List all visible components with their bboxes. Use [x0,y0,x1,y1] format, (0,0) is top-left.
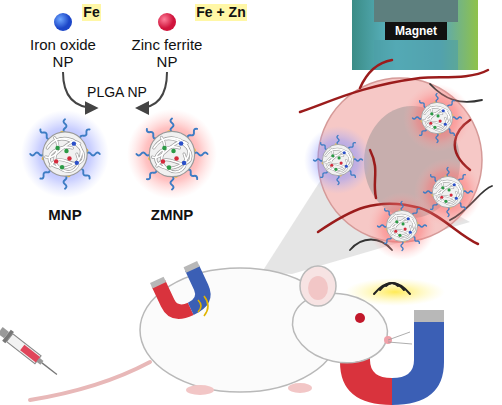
mouse-illustration [30,266,412,400]
nanoparticle-core: Iron oxide NP [27,13,99,72]
nanoparticle-glow [21,110,109,198]
element-tag: Fe [82,4,101,21]
core-sphere [157,13,177,33]
element-tag: Fe + Zn [195,4,247,21]
nanoparticle-body [136,118,207,189]
nanoparticle-name: MNP [21,206,109,223]
plga-nanoparticle: MNP [21,108,109,226]
tumor-nanoparticles [304,84,482,260]
particle-name: Iron oxide NP [27,36,99,70]
tumor-tissue [300,60,492,250]
nanoparticle-name: ZMNP [127,206,217,223]
nanoparticle-drawing [21,108,109,200]
core-sphere [53,13,73,33]
magnet-photo [352,0,478,70]
element-label: Fe [82,4,101,21]
small-magnet [150,261,217,326]
magnet-label: Magnet [385,22,447,40]
core-sphere-fill [54,13,72,31]
nanoparticle-body [30,119,99,188]
annotation-label: PLGA NP [87,84,147,100]
magnet-label-box: Magnet [385,22,447,40]
nanoparticle-glow [127,109,217,199]
syringe [0,325,61,380]
nanoparticle-core: Zinc ferrite NP [124,13,210,72]
core-sphere-fill [158,13,176,31]
plga-nanoparticle: ZMNP [127,108,217,226]
nanoparticle-drawing [127,108,217,200]
signal-waves [374,283,410,294]
small-magnet-waves [198,296,208,316]
element-label: Fe + Zn [195,4,247,21]
particle-name: Zinc ferrite NP [124,36,210,70]
